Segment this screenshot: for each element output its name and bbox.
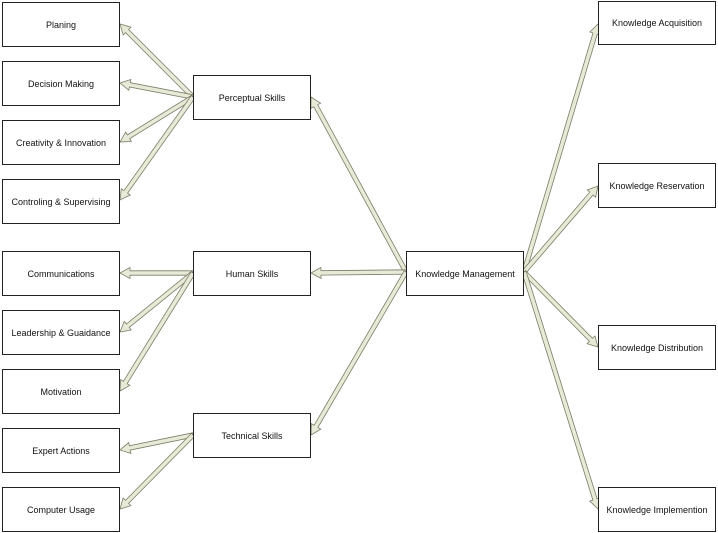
node-label: Knowledge Distribution	[610, 342, 704, 353]
node-perceptual-skills: Perceptual Skills	[193, 75, 311, 120]
node-human-skills: Human Skills	[193, 251, 311, 296]
arrow-knowledge-management-to-perceptual-skills	[310, 96, 409, 274]
node-decision-making: Decision Making	[2, 61, 120, 106]
node-communications: Communications	[2, 251, 120, 296]
node-label: Knowledge Implemention	[606, 504, 708, 515]
node-knowledge-reservation: Knowledge Reservation	[598, 163, 716, 208]
arrow-knowledge-management-to-knowledge-reservation	[521, 185, 599, 274]
node-knowledge-distribution: Knowledge Distribution	[598, 325, 716, 370]
arrow-knowledge-management-to-human-skills	[310, 266, 407, 280]
arrow-perceptual-skills-to-decision-making	[119, 78, 194, 100]
node-label: Controling & Supervising	[11, 196, 111, 207]
node-label: Perceptual Skills	[218, 92, 286, 103]
node-label: Computer Usage	[26, 504, 96, 515]
node-label: Knowledge Reservation	[609, 180, 705, 191]
node-creativity-innovation: Creativity & Innovation	[2, 120, 120, 165]
node-expert-actions: Expert Actions	[2, 428, 120, 473]
node-label: Technical Skills	[221, 430, 283, 441]
node-leadership-guaidance: Leadership & Guaidance	[2, 310, 120, 355]
node-knowledge-management: Knowledge Management	[406, 251, 524, 296]
node-knowledge-implemention: Knowledge Implemention	[598, 487, 716, 532]
arrow-perceptual-skills-to-controling-supervising	[119, 95, 196, 201]
arrow-perceptual-skills-to-creativity-innovation	[119, 94, 195, 143]
node-computer-usage: Computer Usage	[2, 487, 120, 532]
node-label: Motivation	[40, 386, 82, 397]
arrow-knowledge-management-to-knowledge-acquisition	[521, 23, 601, 274]
arrow-human-skills-to-leadership-guaidance	[119, 270, 195, 333]
node-label: Expert Actions	[32, 445, 90, 456]
node-motivation: Motivation	[2, 369, 120, 414]
node-technical-skills: Technical Skills	[193, 413, 311, 458]
arrow-perceptual-skills-to-planing	[119, 23, 196, 100]
node-planing: Planing	[2, 2, 120, 47]
node-label: Knowledge Acquisition	[611, 18, 703, 28]
node-label: Creativity & Innovation	[15, 137, 107, 148]
node-label: Communications	[27, 268, 95, 279]
arrow-human-skills-to-communications	[119, 266, 194, 280]
node-controling-supervising: Controling & Supervising	[2, 179, 120, 224]
node-label: Leadership & Guaidance	[11, 327, 111, 338]
node-label: Planing	[45, 19, 77, 30]
arrow-knowledge-management-to-technical-skills	[310, 270, 409, 436]
node-label: Knowledge Management	[415, 268, 515, 279]
node-knowledge-acquisition: Knowledge Acquisition	[598, 1, 716, 45]
node-label: Decision Making	[27, 78, 95, 89]
node-label: Human Skills	[225, 268, 279, 279]
arrow-technical-skills-to-expert-actions	[119, 432, 194, 454]
arrow-human-skills-to-motivation	[119, 271, 196, 392]
arrow-knowledge-management-to-knowledge-distribution	[521, 269, 599, 348]
arrow-technical-skills-to-computer-usage	[119, 432, 196, 510]
